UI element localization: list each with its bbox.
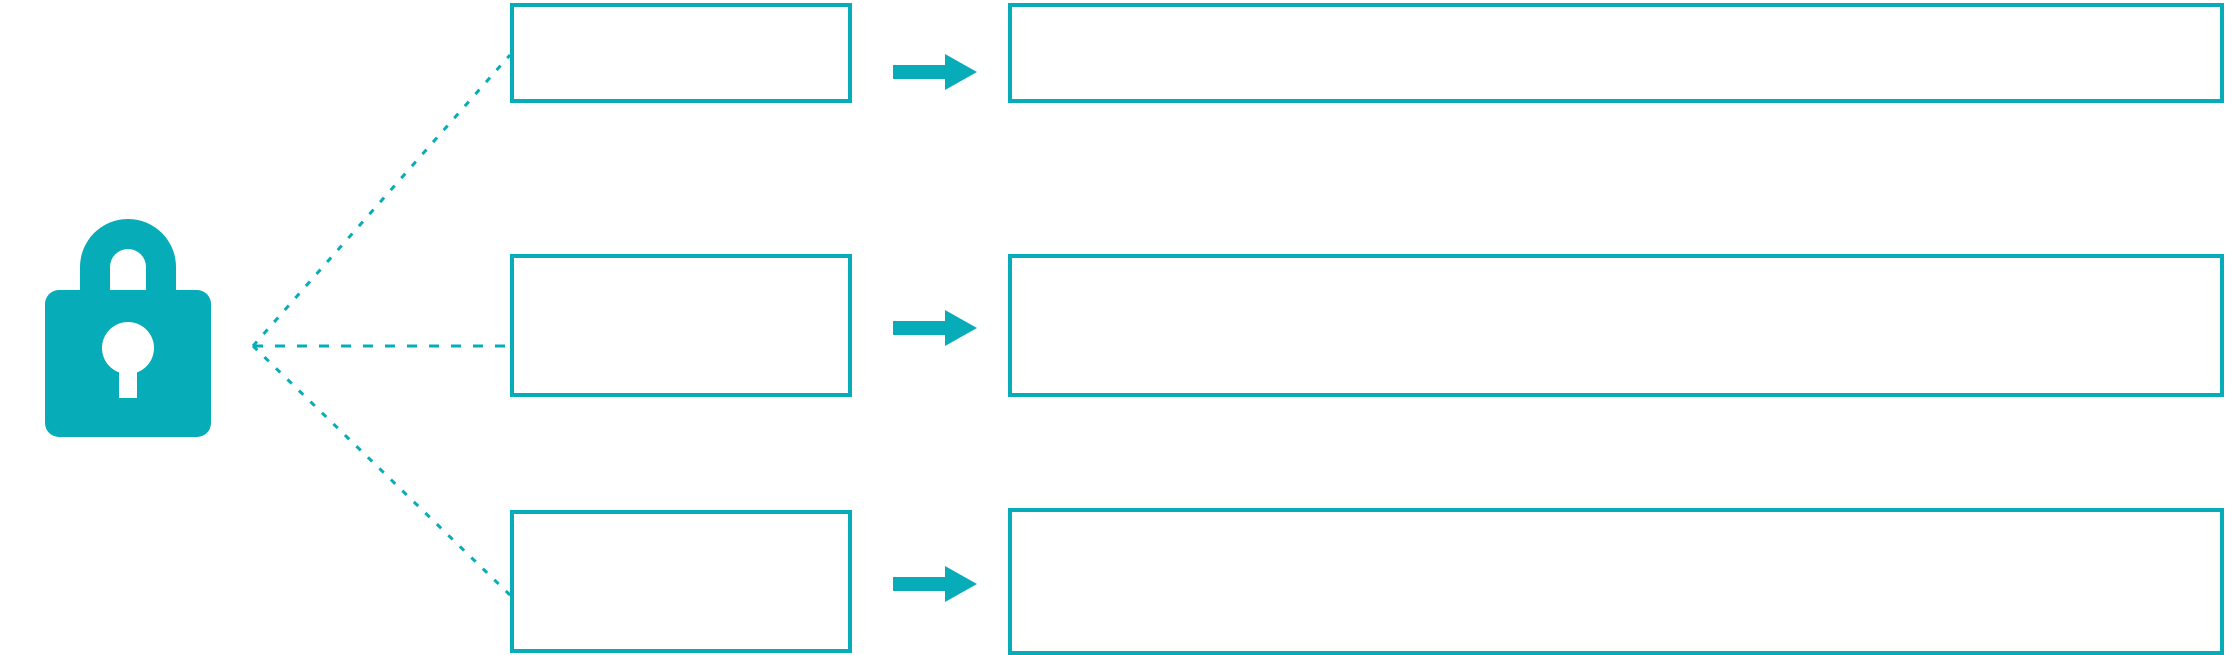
connector-line-row-1: [251, 54, 512, 347]
connector-line-row-3: [251, 344, 512, 597]
input-box-label-row-2: [514, 258, 848, 393]
output-box-label-row-1: [1012, 7, 2220, 99]
lock-keyhole-stem-icon: [119, 348, 137, 398]
output-box-label-row-2: [1012, 258, 2220, 393]
arrow-right-icon-row-2: [893, 310, 977, 346]
arrow-right-icon-row-3: [893, 566, 977, 602]
output-box-row-1[interactable]: [1008, 3, 2224, 103]
input-box-label-row-3: [514, 514, 848, 649]
output-box-label-row-3: [1012, 512, 2220, 651]
output-box-row-3[interactable]: [1008, 508, 2224, 655]
input-box-row-1[interactable]: [510, 3, 852, 103]
input-box-row-2[interactable]: [510, 254, 852, 397]
lock-shackle-icon: [80, 219, 176, 305]
output-box-row-2[interactable]: [1008, 254, 2224, 397]
input-box-label-row-1: [514, 7, 848, 99]
input-box-row-3[interactable]: [510, 510, 852, 653]
arrow-right-icon-row-1: [893, 54, 977, 90]
lock-icon: [30, 205, 226, 445]
